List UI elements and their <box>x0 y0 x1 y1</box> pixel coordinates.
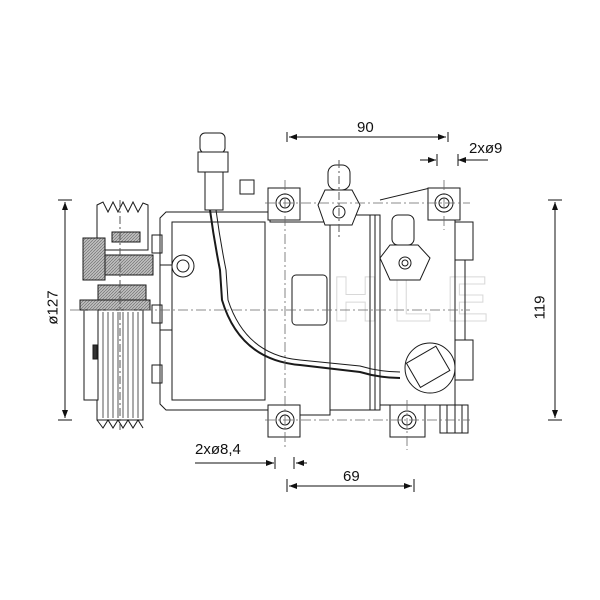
dim-top-width-label: 90 <box>357 119 374 136</box>
clutch-connector <box>197 132 401 379</box>
dim-bottom-hole-label: 2xø8,4 <box>195 441 241 458</box>
dim-pulley-diameter-label: ø127 <box>44 290 62 325</box>
mount-ear-bottom-right <box>389 404 426 438</box>
port-discharge <box>379 214 431 281</box>
dim-bottom-width-label: 69 <box>343 468 360 485</box>
dim-top-hole-label: 2xø9 <box>469 140 503 157</box>
port-suction <box>317 160 361 240</box>
dim-height-label: 119 <box>531 295 549 320</box>
mount-ear-bottom-left <box>267 404 301 438</box>
mount-ear-top-left <box>267 187 301 221</box>
pressure-switch <box>404 342 456 394</box>
pulley <box>79 200 154 430</box>
housing <box>151 187 474 434</box>
